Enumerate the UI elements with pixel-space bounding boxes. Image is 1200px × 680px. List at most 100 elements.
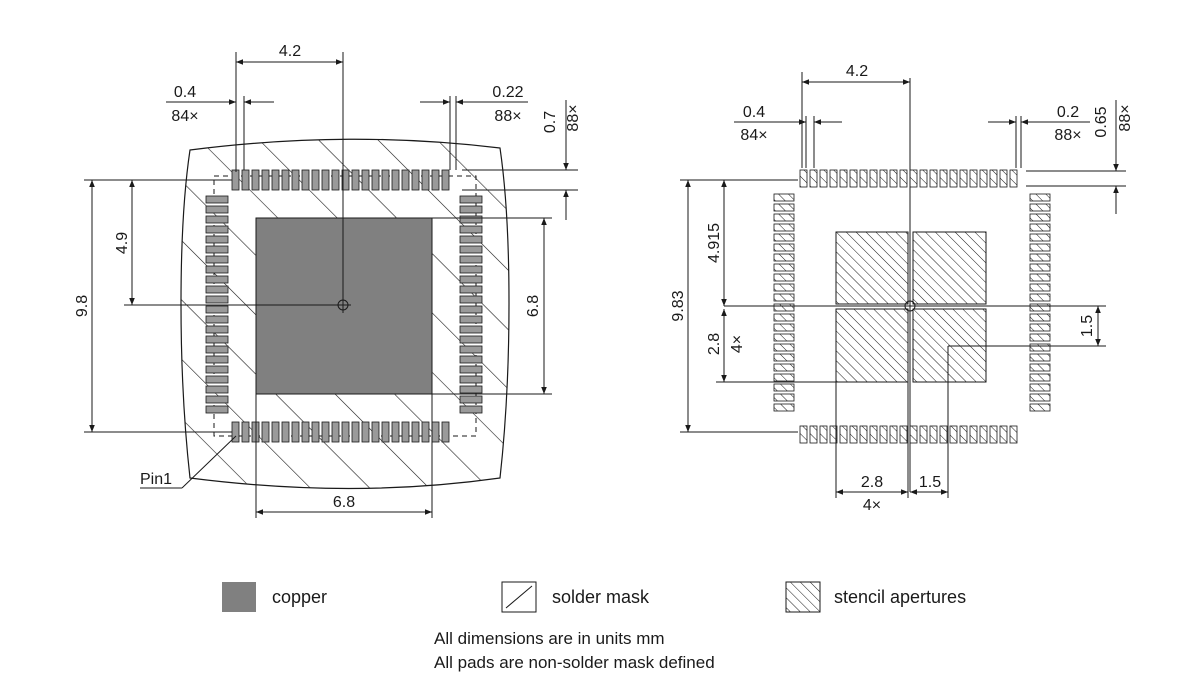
stencil-pad-left [773,213,795,222]
right-dim-pad-length-label: 0.65 [1093,106,1110,137]
stencil-pad-bottom [899,425,908,444]
pad-top [341,169,350,191]
pad-right [459,375,483,384]
right-dim-gap-horizontal-label: 1.5 [919,474,941,491]
stencil-pad-bottom [819,425,828,444]
stencil-pad-bottom [869,425,878,444]
dim-pad-width-bottom-label: 6.8 [333,494,355,511]
stencil-pad-left [773,193,795,202]
stencil-pad-left [773,383,795,392]
stencil-pad-top [819,169,828,188]
stencil-pad-right [1029,263,1051,272]
stencil-pad-top [859,169,868,188]
dim-pad-width [166,96,274,170]
stencil-pad-top [829,169,838,188]
stencil-pad-bottom [879,425,888,444]
right-dim-gap-horizontal [910,346,949,498]
right-dim-aperture-width-label: 2.8 [861,474,883,491]
stencil-pad-top [1009,169,1018,188]
right-dim-pad-width [734,116,842,168]
pad-right [459,245,483,254]
legend-solder-mask-label: solder mask [552,587,650,607]
right-dim-aperture-width [835,382,909,498]
pad-right [459,355,483,364]
stencil-pad-left [773,403,795,412]
pad-bottom [421,421,430,443]
pad-top [281,169,290,191]
stencil-pad-right [1029,333,1051,342]
pad-top [291,169,300,191]
pad-top [391,169,400,191]
stencil-pad-right [1029,283,1051,292]
pad-left [205,205,229,214]
pad-right [459,315,483,324]
right-dim-pad-width-count: 84× [740,127,767,144]
pad-bottom [261,421,270,443]
pad-top [301,169,310,191]
pad-bottom [431,421,440,443]
right-dim-top-width [801,72,910,168]
stencil-pad-bottom [839,425,848,444]
stencil-pad-right [1029,253,1051,262]
dim-center-vertical-label: 4.9 [114,232,131,254]
pad-bottom [341,421,350,443]
stencil-pad-right [1029,313,1051,322]
dim-pad-height-label: 6.8 [525,295,542,317]
pad-right [459,335,483,344]
pad-top [371,169,380,191]
pad-right [459,285,483,294]
stencil-pad-right [1029,353,1051,362]
pad-right [459,385,483,394]
dim-total-height [84,179,232,433]
pad-top [381,169,390,191]
stencil-pad-left [773,243,795,252]
pad-right [459,395,483,404]
stencil-pad-left [773,283,795,292]
pad-top [231,169,240,191]
note-units: All dimensions are in units mm [434,629,665,648]
pad-left [205,225,229,234]
pad-left [205,255,229,264]
legend-stencil-swatch [785,581,821,613]
pad-left [205,315,229,324]
right-view: 4.2 0.4 84× 0.2 88× 0.65 [670,63,1134,514]
stencil-pad-left [773,373,795,382]
pad-left [205,335,229,344]
pad-left [205,365,229,374]
right-dim-gap-vertical-label: 1.5 [1079,315,1096,337]
pad-bottom [401,421,410,443]
stencil-aperture-tr [912,231,987,305]
stencil-pad-top [879,169,888,188]
dim-center-vertical [124,179,343,306]
stencil-pad-left [773,273,795,282]
stencil-pad-top [989,169,998,188]
pin1-label: Pin1 [140,471,172,488]
legend-copper-swatch [222,582,256,612]
stencil-aperture-tl [835,231,909,305]
dim-pitch [420,96,528,170]
pad-right [459,325,483,334]
stencil-pad-right [1029,293,1051,302]
right-dim-aperture-height-label: 2.8 [706,333,723,355]
stencil-pad-left [773,223,795,232]
dim-pad-width-label: 0.4 [174,84,196,101]
pad-left [205,195,229,204]
pad-right [459,235,483,244]
stencil-pad-top [889,169,898,188]
dim-pitch-count: 88× [494,108,521,125]
pad-right [459,225,483,234]
stencil-pad-top [929,169,938,188]
right-dim-pitch-count: 88× [1054,127,1081,144]
stencil-pad-top [949,169,958,188]
stencil-pad-bottom [829,425,838,444]
pad-top [311,169,320,191]
right-dim-pad-width-label: 0.4 [743,104,765,121]
pad-top [411,169,420,191]
stencil-pad-right [1029,363,1051,372]
stencil-pad-right [1029,383,1051,392]
right-dim-total-height [680,179,798,433]
stencil-pad-bottom [889,425,898,444]
pad-left [205,345,229,354]
dim-pad-length [462,100,578,220]
